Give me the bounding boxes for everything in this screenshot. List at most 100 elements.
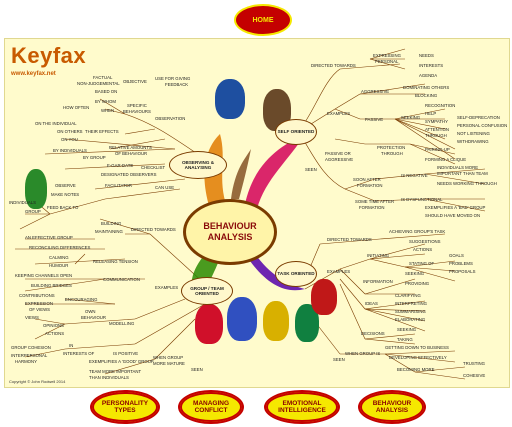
map-label: INTERPRETING xyxy=(395,301,427,306)
map-label: BASED ON xyxy=(95,89,118,94)
map-label: KEEPING CHANNELS OPEN xyxy=(15,273,73,278)
map-label: IS NEGATIVE xyxy=(401,173,428,178)
map-label: ACHIEVING GROUP'S TASK xyxy=(389,229,446,234)
map-label: EXEMPLIFIES A 'GOOD' GROUP xyxy=(89,359,154,364)
keyfax-logo: Keyfax xyxy=(11,43,87,68)
map-label: OF BEHAVIOUR xyxy=(115,151,148,156)
map-label: FACILITATOR xyxy=(105,183,132,188)
map-label: EXAMPLES xyxy=(155,285,179,290)
map-label: EXPRESSING xyxy=(373,53,401,58)
map-label: BUILDING xyxy=(101,221,122,226)
map-label: PROTECTION xyxy=(377,145,406,150)
map-label: BY INDIVIDUALS xyxy=(53,148,87,153)
map-label: FEED BACK TO xyxy=(47,205,79,210)
home-label: HOME xyxy=(252,16,274,24)
map-label: COHESIVE xyxy=(463,373,486,378)
map-label: ACTIONS xyxy=(413,247,433,252)
map-label: ON OTHERS xyxy=(57,129,83,134)
map-label: SELF-DEPRECATION xyxy=(457,115,500,120)
map-label: BEHAVIOURS xyxy=(123,109,151,114)
map-label: INFORMATION xyxy=(363,279,393,284)
map-label: THEIR EFFECTS xyxy=(85,129,119,134)
map-label: SUGGESTIONS xyxy=(409,239,441,244)
map-label: DECISIONS xyxy=(361,331,385,336)
map-label: FORMING A CLIQUE xyxy=(425,157,467,162)
map-label: ATTENTION xyxy=(425,127,450,132)
map-label: EXAMPLES xyxy=(327,111,351,116)
map-label: OBSERVATION xyxy=(155,116,186,121)
map-label: SEEN xyxy=(333,357,345,362)
map-label: AGGRESSIVE xyxy=(361,89,390,94)
map-label: ON YOU xyxy=(61,137,78,142)
map-label: NON-JUDGEMENTAL xyxy=(77,81,120,86)
map-label: RELATIVE AMOUNTS xyxy=(109,145,152,150)
map-label: COMMUNICATION xyxy=(103,277,140,282)
map-label: EXEMPLIFIES A 'BAD' GROUP xyxy=(425,205,486,210)
mind-map: Keyfax www.keyfax.net xyxy=(4,38,510,388)
map-label: MAKE NOTES xyxy=(51,192,80,197)
btn-line: MANAGING xyxy=(192,399,230,407)
map-label: HELP xyxy=(425,111,437,116)
map-label: EXPRESSION xyxy=(25,301,53,306)
map-label: PERSONAL xyxy=(375,59,399,64)
btn-line: CONFLICT xyxy=(194,407,228,414)
map-label: TAKING xyxy=(397,337,413,342)
map-label: E-GAR-DATE xyxy=(107,163,134,168)
map-label: SPECIFIC xyxy=(127,103,147,108)
map-label: CALMING xyxy=(49,255,69,260)
map-label: NEEDS WORKING THROUGH xyxy=(437,181,497,186)
map-label: FACTUAL xyxy=(93,75,113,80)
map-label: DIRECTED TOWARDS xyxy=(311,63,356,68)
map-label: AGGRESSIVE xyxy=(325,157,354,162)
map-label: PASSIVE OR xyxy=(325,151,351,156)
map-label: TRUSTING xyxy=(463,361,485,366)
map-label: CAN USE xyxy=(155,185,175,190)
btn-line: BEHAVIOUR xyxy=(372,399,412,407)
branch-observing: OBSERVING & ANALYSING xyxy=(169,151,227,179)
map-label: SEEN xyxy=(305,167,317,172)
map-label: NOT LISTENING xyxy=(457,131,490,136)
map-label: OWN xyxy=(85,309,96,314)
map-label: PASSIVE xyxy=(365,117,384,122)
btn-line: TYPES xyxy=(114,407,136,414)
map-label: INDIVIDUALS xyxy=(9,200,36,205)
map-label: BEHAVIOUR xyxy=(81,315,106,320)
map-label: FORMATION xyxy=(359,205,385,210)
map-label: INTERPERSONAL xyxy=(11,353,48,358)
map-label: WHEN xyxy=(101,108,115,113)
map-label: THROUGH xyxy=(381,151,403,156)
map-label: WHEN GROUP IS xyxy=(345,351,381,356)
map-label: IS POSITIVE xyxy=(113,351,139,356)
map-label: IS DYSFUNCTIONAL xyxy=(401,197,443,202)
copyright: Copyright © John Rodwell 2014 xyxy=(9,379,66,384)
observer-figure xyxy=(215,79,245,119)
central-title-1: BEHAVIOUR xyxy=(203,221,257,231)
map-label: WITHDRAWING xyxy=(457,139,489,144)
group-figure-2 xyxy=(227,297,257,341)
map-label: SOME TIME AFTER xyxy=(355,199,395,204)
branch-self: SELF ORIENTED xyxy=(275,119,317,145)
btn-line: INTELLIGENCE xyxy=(278,407,326,414)
map-label: BUILDING BRIDGES xyxy=(31,283,72,288)
map-label: HUMOUR xyxy=(49,263,69,268)
map-label: SHOULD HAVE MOVED ON xyxy=(425,213,481,218)
home-button[interactable]: HOME xyxy=(234,4,292,36)
central-title-2: ANALYSIS xyxy=(207,232,253,242)
note-taker-figure xyxy=(25,169,47,209)
map-label: SEEKING xyxy=(405,271,425,276)
map-label: ELABORATING xyxy=(395,317,426,322)
map-label: RECONCILING DIFFERENCES xyxy=(29,245,91,250)
group-figure-1 xyxy=(195,304,223,344)
map-label: SEEKING xyxy=(401,115,421,120)
map-label: GROUP COHESION xyxy=(11,345,51,350)
map-label: DOMINATING OTHERS xyxy=(403,85,450,90)
map-label: NEEDS xyxy=(419,53,434,58)
branch-task: TASK ORIENTED xyxy=(275,261,317,287)
central-topic: BEHAVIOUR ANALYSIS xyxy=(183,199,277,265)
map-label: SOON AFTER xyxy=(353,177,381,182)
map-label: SUMMARISING xyxy=(395,309,426,314)
